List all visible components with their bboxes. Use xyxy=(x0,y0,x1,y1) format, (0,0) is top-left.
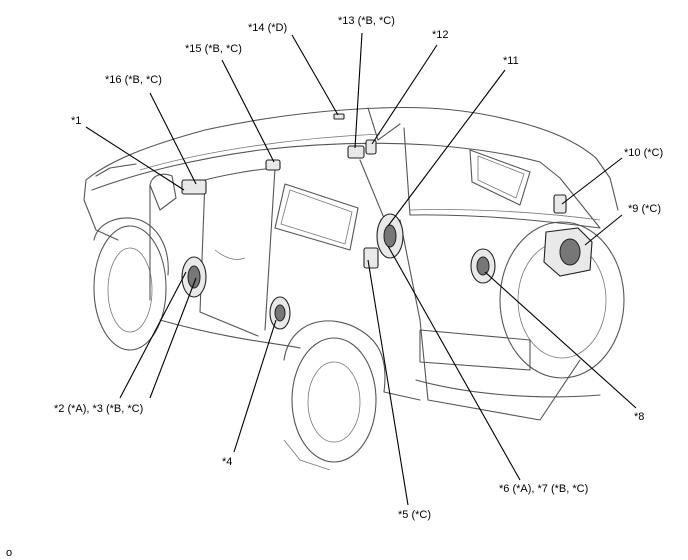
subwoofer-assembly xyxy=(543,227,593,277)
callout-13: *13 (*B, *C) xyxy=(338,15,395,27)
roof-speaker-part xyxy=(347,145,365,159)
callout-9: *9 (*C) xyxy=(628,203,661,215)
callout-2-3: *2 (*A), *3 (*B, *C) xyxy=(54,403,143,415)
callout-5: *5 (*C) xyxy=(398,509,431,521)
pillar-tweeter-part xyxy=(365,139,377,155)
a-pillar-part xyxy=(181,179,207,195)
callout-10: *10 (*C) xyxy=(624,147,663,159)
rear-bracket-part xyxy=(553,194,567,214)
callout-14: *14 (*D) xyxy=(248,22,287,34)
callout-1: *1 xyxy=(71,115,81,127)
vehicle-outline xyxy=(83,106,625,471)
speaker-rear-door xyxy=(269,296,291,330)
callout-6-7: *6 (*A), *7 (*B, *C) xyxy=(499,483,588,495)
footer-mark: o xyxy=(6,547,12,559)
speaker-c-pillar xyxy=(376,213,404,259)
callout-11: *11 xyxy=(503,55,519,67)
callout-12: *12 xyxy=(432,29,449,41)
leader-lines xyxy=(85,32,637,506)
front-roof-part xyxy=(265,159,281,171)
speaker-front-door xyxy=(181,256,207,298)
amplifier-bracket xyxy=(363,247,379,269)
roof-antenna-part xyxy=(333,113,345,120)
callout-15: *15 (*B, *C) xyxy=(185,43,242,55)
callout-8: *8 xyxy=(634,411,644,423)
callout-4: *4 xyxy=(222,456,232,468)
speaker-rear-quarter xyxy=(470,248,496,284)
callout-16: *16 (*B, *C) xyxy=(105,74,162,86)
